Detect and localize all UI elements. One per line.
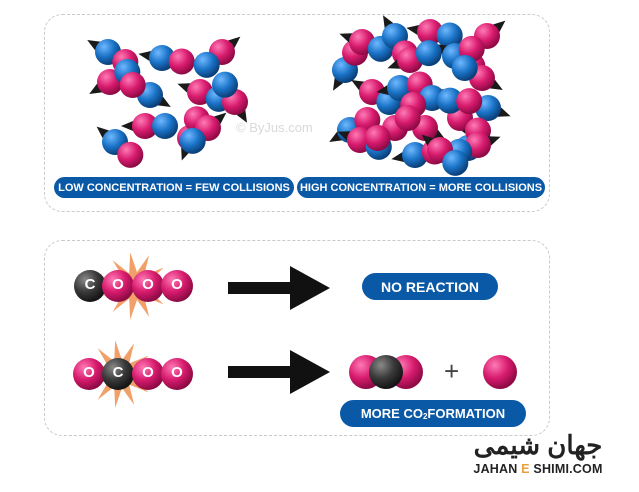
oxygen-atom [161, 358, 193, 390]
carbon-atom-label: C [84, 276, 96, 293]
motion-trail [376, 85, 390, 96]
motion-trail [87, 40, 101, 51]
collision-orientation-panel [44, 240, 550, 436]
reaction-arrow-head [290, 350, 330, 394]
carbon-atom [74, 270, 106, 302]
oxygen-atom [102, 270, 134, 302]
motion-trail [406, 24, 420, 35]
blue-atom [451, 55, 478, 81]
more-co2-subscript: 2 [422, 412, 428, 421]
blue-atom [402, 142, 428, 168]
logo-en-left: JAHAN [473, 462, 518, 476]
blue-atom [212, 71, 238, 98]
blue-atom [436, 22, 463, 49]
motion-trail [333, 77, 344, 91]
oxygen-atom [132, 113, 158, 139]
more-co2-prefix: MORE CO [360, 406, 423, 421]
motion-trail [96, 126, 110, 139]
logo-persian-text: جهان شیمی [473, 430, 603, 460]
motion-trail [89, 83, 103, 94]
high-concentration-label: HIGH CONCENTRATION = MORE COLLISIONS [297, 177, 545, 198]
motion-trail [236, 109, 247, 123]
motion-trail [391, 152, 405, 163]
oxygen-atom [117, 141, 144, 168]
oxygen-atom-label: O [112, 276, 124, 293]
blue-atom [442, 149, 469, 176]
low-concentration-label: LOW CONCENTRATION = FEW COLLISIONS [54, 177, 294, 198]
oxygen-atom-label: O [171, 276, 183, 293]
oxygen-atom [132, 358, 164, 390]
motion-trail [213, 112, 227, 125]
jahaneshimi-logo: جهان شیمی JAHAN E SHIMI.COM [458, 430, 618, 482]
oxygen-atom [417, 19, 443, 45]
oxygen-atom [119, 72, 146, 98]
low-concentration-molecules [87, 36, 248, 168]
blue-atom [415, 40, 442, 67]
carbon-atom [369, 355, 403, 389]
reaction-arrow-shaft [228, 366, 300, 378]
motion-trail [157, 96, 171, 107]
blue-atom [149, 45, 175, 71]
motion-trail [383, 15, 394, 29]
oxygen-atom [456, 88, 483, 115]
more-co2-suffix: FORMATION [427, 406, 506, 421]
low-high-concentration-panel [44, 14, 550, 212]
reaction-arrow-head [290, 266, 330, 310]
oxygen-atom [161, 270, 193, 302]
blue-atom [179, 127, 206, 154]
watermark: © ByJus.com [236, 120, 313, 135]
logo-en-right: SHIMI.COM [533, 462, 603, 476]
oxygen-atom [394, 105, 421, 131]
logo-english-text: JAHAN E SHIMI.COM [458, 462, 618, 476]
reaction-rows [73, 252, 517, 408]
oxygen-atom-label: O [83, 364, 95, 381]
motion-trail [329, 131, 343, 142]
motion-trail [421, 134, 435, 147]
plus-sign: + [444, 356, 460, 386]
motion-trail [138, 50, 152, 61]
oxygen-atom [73, 358, 105, 390]
blue-atom [152, 113, 178, 139]
high-concentration-molecules [329, 15, 511, 176]
oxygen-atom [168, 48, 195, 75]
motion-trail [351, 80, 365, 91]
motion-trail [227, 36, 241, 49]
no-reaction-label: NO REACTION [362, 273, 498, 300]
oxygen-atom [483, 355, 517, 389]
oxygen-atom-label: O [142, 364, 154, 381]
motion-trail [121, 121, 133, 131]
blue-atom [193, 51, 220, 78]
oxygen-atom [132, 270, 164, 302]
reaction-arrow-shaft [228, 282, 300, 294]
carbon-atom [102, 358, 134, 390]
logo-en-mid: E [521, 462, 530, 476]
carbon-atom-label: C [112, 364, 124, 381]
motion-trail [489, 79, 503, 90]
oxygen-atom-label: O [171, 364, 183, 381]
oxygen-atom [364, 125, 391, 151]
blue-atom [437, 87, 463, 114]
oxygen-atom-label: O [142, 276, 154, 293]
motion-trail [492, 20, 506, 33]
